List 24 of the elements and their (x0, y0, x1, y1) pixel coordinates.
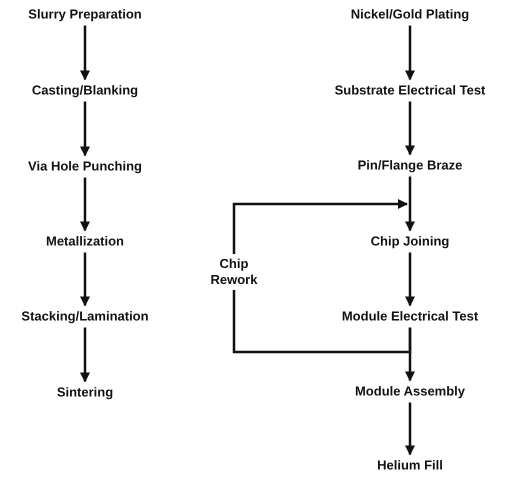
process-step: Slurry Preparation (26, 6, 144, 22)
arrow (80, 328, 90, 382)
process-step: Metallization (44, 232, 126, 250)
process-step: Via Hole Punching (26, 158, 144, 174)
process-step: Substrate Electrical Test (332, 82, 488, 98)
process-step: Helium Fill (375, 456, 445, 474)
process-step: Stacking/Lamination (19, 308, 151, 324)
arrow (405, 176, 415, 232)
arrow (405, 252, 415, 306)
arrow (80, 102, 90, 156)
arrow (405, 26, 415, 80)
arrow (405, 402, 415, 456)
arrow (232, 199, 412, 354)
process-step: Pin/Flange Braze (356, 156, 464, 174)
arrow (80, 178, 90, 232)
arrow (80, 252, 90, 306)
process-step: Nickel/Gold Plating (348, 6, 472, 22)
arrow (80, 26, 90, 80)
process-step: Casting/Blanking (30, 82, 140, 98)
process-step: Chip Joining (368, 232, 452, 250)
process-step: Module Assembly (352, 382, 468, 400)
process-step: Module Electrical Test (340, 308, 480, 324)
arrow (405, 102, 415, 156)
process-step: Sintering (54, 384, 116, 400)
